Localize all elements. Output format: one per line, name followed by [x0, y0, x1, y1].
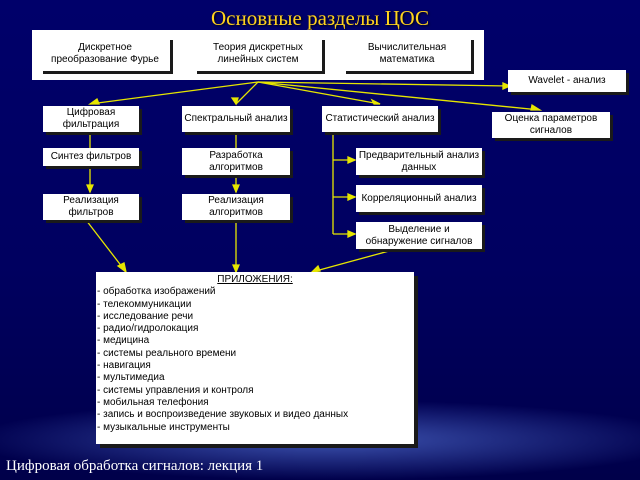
- box-filter-synthesis: Синтез фильтров: [43, 148, 139, 166]
- list-item: - радио/гидролокация: [97, 323, 199, 335]
- list-item: - телекоммуникации: [97, 298, 192, 310]
- applications-list: - обработка изображений - телекоммуникац…: [96, 286, 414, 434]
- line-filters-apps: [85, 219, 127, 273]
- list-item: - системы управления и контроля: [97, 384, 254, 396]
- box-linear-systems-theory: Теория дискретных линейных систем: [194, 37, 322, 71]
- box-spectral-analysis: Спектральный анализ: [182, 106, 290, 132]
- arrow-params: [530, 103, 543, 111]
- arrow-filter-impl: [86, 184, 94, 194]
- slide-footer: Цифровая обработка сигналов: лекция 1: [6, 458, 264, 474]
- line-hub-statistical: [257, 81, 381, 105]
- box-algorithm-implementation: Реализация алгоритмов: [182, 194, 290, 220]
- box-correlation-analysis: Корреляционный анализ: [356, 185, 482, 212]
- arrow-spectral: [230, 97, 239, 106]
- box-wavelet: Wavelet - анализ: [508, 70, 626, 92]
- list-item: - музыкальные инструменты: [97, 421, 230, 433]
- line-detection-apps: [311, 247, 401, 273]
- box-signal-detection: Выделение и обнаружение сигналов: [356, 222, 482, 249]
- line-hub-params: [257, 81, 541, 111]
- arrow-alg-impl: [232, 184, 240, 194]
- arrow-wavelet: [502, 82, 512, 90]
- line-hub-spectral: [235, 81, 259, 105]
- arrow-detection: [347, 230, 357, 238]
- line-hub-wavelet: [257, 81, 511, 87]
- box-preliminary-analysis: Предварительный анализ данных: [356, 148, 482, 175]
- box-algorithm-development: Разработка алгоритмов: [182, 148, 290, 175]
- arrow-apps-left: [116, 262, 128, 274]
- arrow-correlation: [347, 193, 357, 201]
- list-item: - медицина: [97, 335, 150, 347]
- box-computational-math: Вычислительная математика: [343, 37, 471, 71]
- list-item: - исследование речи: [97, 310, 194, 322]
- arrow-statistical: [370, 98, 381, 105]
- list-item: - системы реального времени: [97, 347, 237, 359]
- arrow-apps-mid: [232, 264, 240, 274]
- box-fourier: Дискретное преобразование Фурье: [40, 37, 170, 71]
- slide-title: Основные разделы ЦОС: [211, 6, 429, 30]
- list-item: - запись и воспроизведение звуковых и ви…: [97, 409, 349, 421]
- list-item: - мультимедиа: [97, 372, 165, 384]
- arrow-apps-right: [310, 264, 321, 273]
- list-item: - обработка изображений: [97, 286, 216, 298]
- line-hub-filtering: [89, 81, 259, 105]
- applications-title: ПРИЛОЖЕНИЯ:: [217, 274, 293, 285]
- box-statistical-analysis: Статистический анализ: [322, 106, 438, 132]
- list-item: - навигация: [97, 360, 151, 372]
- list-item: - мобильная телефония: [97, 396, 209, 408]
- box-digital-filtering: Цифровая фильтрация: [43, 106, 139, 132]
- applications-box: ПРИЛОЖЕНИЯ: - обработка изображений - те…: [96, 272, 414, 444]
- box-parameter-estimation: Оценка параметров сигналов: [492, 112, 610, 138]
- arrow-preliminary: [347, 156, 357, 164]
- box-filter-implementation: Реализация фильтров: [43, 194, 139, 220]
- arrow-filtering: [87, 97, 100, 105]
